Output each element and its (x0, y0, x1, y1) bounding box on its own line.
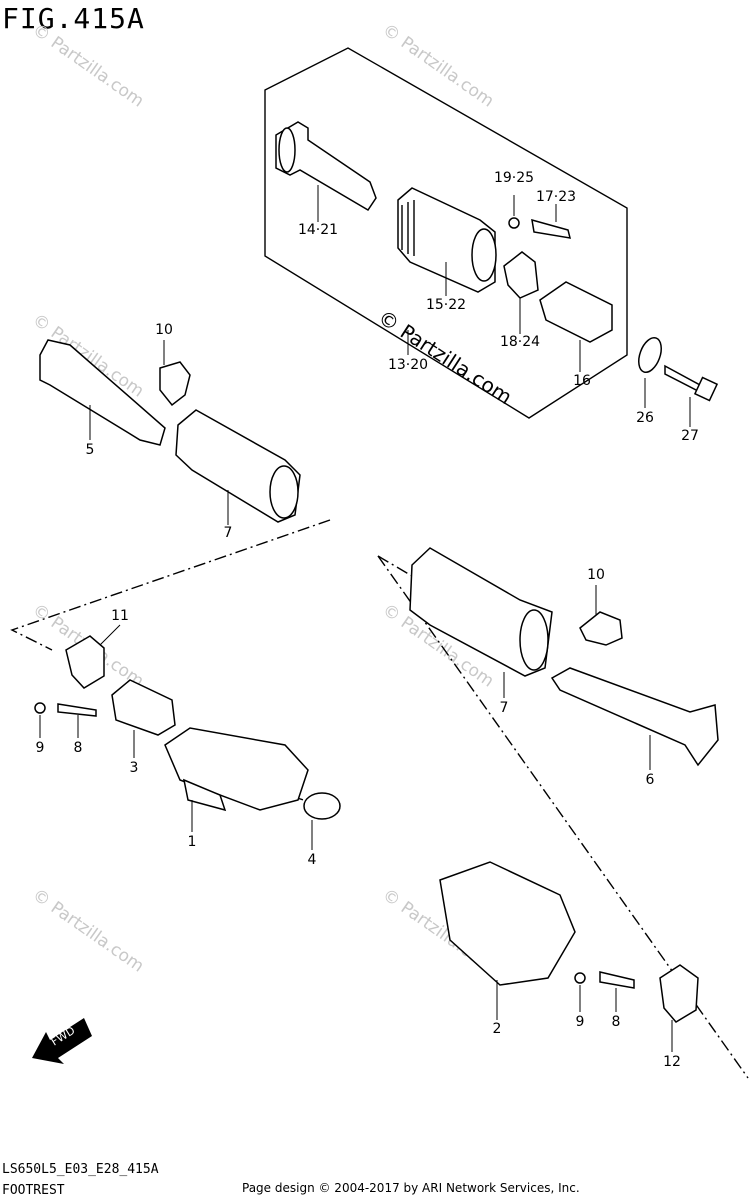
callout-26: 26 (636, 410, 654, 426)
guide-line (377, 555, 413, 577)
callout-9: 9 (575, 1014, 585, 1030)
callout-leaders (39, 185, 691, 1052)
part-6-footrest-bar (550, 667, 719, 767)
callout-3: 3 (129, 760, 139, 776)
callout-1: 1 (187, 834, 197, 850)
callout-8: 8 (73, 740, 83, 756)
part-27-bolt (664, 364, 719, 402)
callout-12: 12 (663, 1054, 681, 1070)
part-7-rubber (409, 547, 553, 677)
part-16-block (539, 281, 613, 343)
part-19-nut (508, 217, 520, 229)
callout-4: 4 (307, 852, 317, 868)
figure-title: FIG.415A (2, 2, 145, 35)
fwd-arrow-icon: FWD (32, 1018, 92, 1064)
callout-14-21: 14·21 (297, 222, 339, 238)
part-10-clamp (579, 611, 623, 646)
part-8-pin (57, 703, 97, 717)
part-5-footrest-bar (39, 339, 166, 446)
callout-5: 5 (85, 442, 95, 458)
part-11-plate (65, 635, 105, 689)
callout-7: 7 (223, 525, 233, 541)
callout-13-20: 13·20 (387, 357, 429, 373)
callout-19-25: 19·25 (493, 170, 535, 186)
model-code: LS650L5_E03_E28_415A (2, 1162, 159, 1177)
part-26-washer (638, 336, 662, 374)
part-1-bracket (164, 727, 309, 812)
part-3-block (111, 679, 176, 736)
part-12-plate (659, 964, 699, 1023)
callout-27: 27 (681, 428, 699, 444)
callout-15-22: 15·22 (425, 297, 467, 313)
part-2-bracket (439, 861, 576, 986)
guide-line (10, 519, 331, 651)
callout-16: 16 (573, 373, 591, 389)
part-9-nut (574, 972, 586, 984)
callout-11: 11 (111, 608, 129, 624)
part-14-bracket (275, 121, 377, 212)
part-18-plate (503, 251, 539, 299)
callout-10: 10 (155, 322, 173, 338)
part-8-pin (599, 971, 635, 989)
callout-7: 7 (499, 700, 509, 716)
callout-17-23: 17·23 (535, 189, 577, 205)
part-4-collar (303, 792, 341, 820)
copyright-credit: Page design © 2004-2017 by ARI Network S… (242, 1181, 580, 1195)
part-15-rubber (397, 187, 497, 293)
callout-6: 6 (645, 772, 655, 788)
callout-10: 10 (587, 567, 605, 583)
part-10-clamp (159, 361, 191, 407)
part-17-pin (531, 218, 572, 239)
section-name: FOOTREST (2, 1183, 65, 1198)
callout-2: 2 (492, 1021, 502, 1037)
callout-9: 9 (35, 740, 45, 756)
kit-box-outline (264, 47, 628, 419)
callout-8: 8 (611, 1014, 621, 1030)
callout-18-24: 18·24 (499, 334, 541, 350)
part-7-rubber (175, 409, 301, 523)
part-9-nut (34, 702, 46, 714)
